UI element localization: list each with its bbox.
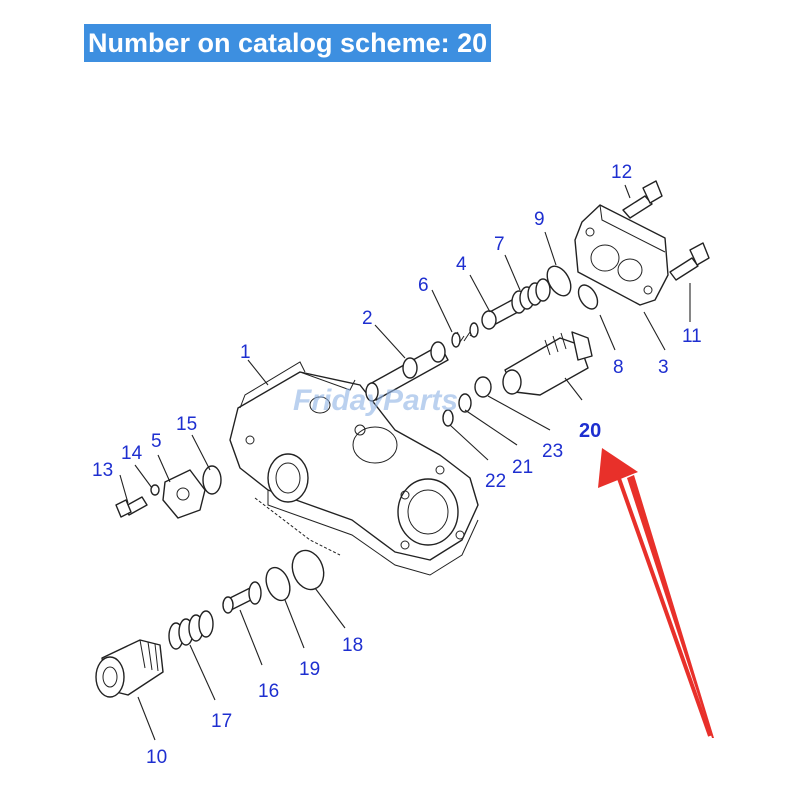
valve-body-part: [229, 361, 479, 576]
plug-part: [95, 639, 164, 698]
part-label-1: 1: [240, 342, 251, 363]
part-label-19: 19: [299, 659, 320, 680]
part-label-4: 4: [456, 254, 467, 275]
part-label-21: 21: [512, 457, 533, 478]
part-label-17: 17: [211, 711, 232, 732]
part-label-13: 13: [92, 460, 113, 481]
part-label-9: 9: [534, 209, 545, 230]
spool-part: [365, 341, 449, 402]
red-pointer-arrow: [598, 448, 714, 738]
part-label-18: 18: [342, 635, 363, 656]
part-label-22: 22: [485, 471, 506, 492]
watermark-logo: FridayParts: [293, 384, 458, 417]
spring-small-part: [451, 322, 479, 348]
valve-cartridge-part-20: [502, 331, 593, 396]
part-label-8: 8: [613, 357, 624, 378]
flange-cover-part: [574, 204, 669, 306]
spring-medium-part: [511, 278, 551, 314]
spring-large-part: [168, 610, 214, 650]
part-labels: 1 2 3 4 5 6 7 8 9 10 11 12 13 14 15 16 1…: [92, 162, 702, 768]
small-flange-part: [162, 469, 206, 519]
leader-lines: [119, 184, 691, 741]
part-label-10: 10: [146, 747, 167, 768]
part-label-3: 3: [658, 357, 669, 378]
part-label-2: 2: [362, 308, 373, 329]
washer-part: [150, 484, 160, 496]
bolt-part: [115, 180, 710, 518]
o-ring-part: [202, 265, 599, 602]
part-label-5: 5: [151, 431, 162, 452]
part-label-6: 6: [418, 275, 429, 296]
part-label-23: 23: [542, 441, 563, 462]
page-title: Number on catalog scheme: 20: [84, 24, 492, 62]
piston-part: [222, 581, 262, 614]
part-label-11: 11: [682, 326, 702, 347]
sleeve-part: [481, 299, 519, 330]
part-label-14: 14: [121, 443, 143, 464]
part-label-20-highlight: 20: [579, 420, 601, 442]
part-label-7: 7: [494, 234, 505, 255]
part-label-16: 16: [258, 681, 279, 702]
part-label-12: 12: [611, 162, 632, 183]
part-label-15: 15: [176, 414, 197, 435]
